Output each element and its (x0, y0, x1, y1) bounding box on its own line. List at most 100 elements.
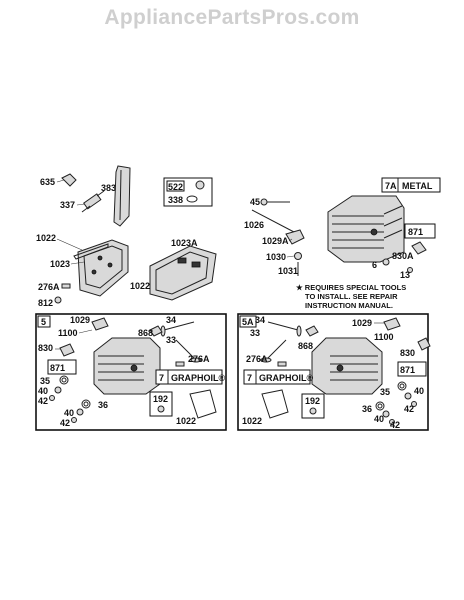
label-36-right: 36 (362, 404, 372, 414)
label-graphoil-right: GRAPHOIL® (259, 373, 314, 383)
label-1029-left: 1029 (70, 315, 90, 325)
oring-338-part (186, 195, 198, 203)
lock-42b-right-part (389, 419, 395, 425)
rocker-1029A-part (285, 229, 305, 245)
label-1026: 1026 (244, 220, 264, 230)
label-871-top: 871 (408, 227, 423, 237)
kit-box-871-left (47, 359, 77, 375)
retainer-40-left-part (54, 386, 62, 394)
label-192-left: 192 (153, 394, 168, 404)
label-6: 6 (372, 260, 377, 270)
fitting-830-right-part (417, 337, 431, 351)
spring-35-left-part (59, 375, 69, 385)
washer-812-part (54, 296, 62, 304)
label-7-right: 7 (247, 373, 252, 383)
valve-cover-1023A-part (149, 245, 217, 301)
label-871-right: 871 (400, 365, 415, 375)
label-868-left: 868 (138, 328, 153, 338)
label-40a-right: 40 (414, 386, 424, 396)
head-assembly-5A-frame: 5A 7 GRAPHOIL® 871 (237, 313, 431, 431)
valve-33-right-part (265, 339, 287, 361)
screw-276A-right-part (277, 361, 287, 367)
retainer-40b-right-part (382, 410, 390, 418)
gasket-1022-right-part (261, 389, 289, 419)
fitting-830-left-part (59, 343, 75, 357)
label-868-right: 868 (298, 341, 313, 351)
lock-42b-left-part (71, 417, 77, 423)
label-7-left: 7 (159, 373, 164, 383)
label-635: 635 (40, 177, 55, 187)
retainer-40-right-part (404, 392, 412, 400)
metal-head-group: 7A METAL 871 45 1026 1029A 1030 1031 6 8… (244, 177, 441, 310)
label-graphoil-left: GRAPHOIL® (171, 373, 226, 383)
pushrod-1026-part (251, 209, 295, 233)
valve-34-right-part (267, 321, 299, 331)
spark-plug-part (81, 190, 105, 213)
rocker-1029-right-part (383, 317, 401, 331)
washer-6-part (382, 258, 390, 266)
head-assembly-5-frame: 5 7 GRAPHOIL® 192 (35, 313, 227, 431)
label-1023A: 1023A (171, 238, 198, 248)
label-830-right: 830 (400, 348, 415, 358)
label-33-right: 33 (250, 328, 260, 338)
rocker-1029-left-part (91, 317, 109, 331)
watermark: AppliancePartsPros.com (104, 6, 360, 29)
label-1022-top: 1022 (36, 233, 56, 243)
fitting-830A-part (411, 241, 427, 255)
kit-box-7-graphoil-right (243, 369, 311, 385)
label-42b-left: 42 (60, 418, 70, 428)
kit-box-871-top (404, 223, 436, 239)
label-192-right: 192 (305, 396, 320, 406)
retainer-40b-left-part (76, 408, 84, 416)
screw-276A-left-part (175, 361, 185, 367)
label-34-left: 34 (166, 315, 176, 325)
nut-1030-part (294, 252, 302, 260)
label-42b-right: 42 (390, 420, 400, 430)
label-830-left: 830 (38, 343, 53, 353)
kit-box-7A (381, 177, 441, 193)
screw-276A-part (61, 283, 71, 289)
label-40b-left: 40 (64, 408, 74, 418)
breather-tube-group: 635 337 383 522 338 (40, 165, 213, 227)
label-34-right: 34 (255, 315, 265, 325)
screw-13-part (407, 267, 413, 273)
lock-42-right-part (411, 401, 417, 407)
label-36-left: 36 (98, 400, 108, 410)
label-812: 812 (38, 298, 53, 308)
label-1022-mid: 1022 (130, 281, 150, 291)
label-5: 5 (41, 317, 46, 327)
spring-35-right-part (397, 381, 407, 391)
label-40a-left: 40 (38, 386, 48, 396)
kit-box-871-right (397, 361, 427, 377)
label-276A-right: 276A (246, 354, 268, 364)
label-338: 338 (168, 195, 183, 205)
label-1023: 1023 (50, 259, 70, 269)
gasket-1022-left-part (189, 389, 217, 419)
label-5A: 5A (242, 317, 254, 327)
label-35-left: 35 (40, 376, 50, 386)
label-35-right: 35 (380, 387, 390, 397)
label-40b-right: 40 (374, 414, 384, 424)
cylinder-head-5A-part (311, 337, 383, 395)
breather-tube-part (113, 165, 131, 227)
note-line-1: ★ REQUIRES SPECIAL TOOLS (296, 283, 406, 292)
label-1100-right: 1100 (374, 332, 394, 342)
cylinder-head-metal-part (327, 195, 405, 263)
lock-42-left-part (49, 395, 55, 401)
label-871-left: 871 (50, 363, 65, 373)
label-45: 45 (250, 197, 260, 207)
valve-33-left-part (175, 339, 197, 361)
label-metal: METAL (402, 181, 433, 191)
label-42a-left: 42 (38, 396, 48, 406)
label-1029-right: 1029 (352, 318, 372, 328)
label-7A: 7A (385, 181, 397, 191)
spring-36-right-part (375, 401, 385, 411)
note-line-2: TO INSTALL. SEE REPAIR (305, 292, 398, 301)
label-830A: 830A (392, 251, 414, 261)
label-383: 383 (101, 183, 116, 193)
label-1022-right: 1022 (242, 416, 262, 426)
label-337: 337 (60, 200, 75, 210)
label-276A-top: 276A (38, 282, 60, 292)
kit-box-192-right (301, 393, 325, 419)
